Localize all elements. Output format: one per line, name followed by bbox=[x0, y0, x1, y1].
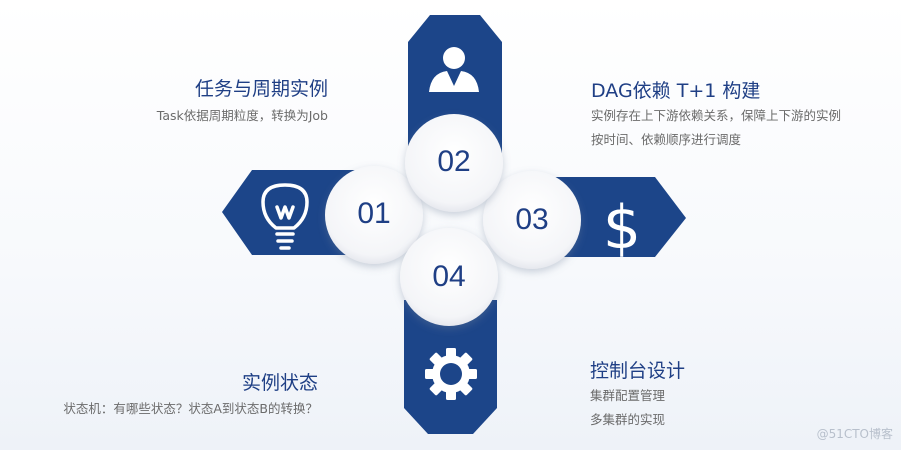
step-number-04: 04 bbox=[432, 260, 466, 293]
gear-icon bbox=[425, 348, 477, 400]
person-icon bbox=[429, 47, 479, 92]
step-02-desc-line: 实例存在上下游依赖关系，保障上下游的实例 bbox=[591, 108, 842, 123]
step-03-desc-line: 集群配置管理 bbox=[590, 388, 666, 403]
step-04-desc-line: 状态机：有哪些状态？状态A到状态B的转换？ bbox=[63, 401, 318, 416]
step-02-desc: 实例存在上下游依赖关系，保障上下游的实例 按时间、依赖顺序进行调度 bbox=[591, 104, 841, 152]
step-number-03: 03 bbox=[515, 203, 549, 236]
step-04-desc: 状态机：有哪些状态？状态A到状态B的转换？ bbox=[63, 397, 318, 421]
step-01-desc: Task依据周期粒度，转换为Job bbox=[157, 104, 328, 128]
circle-01 bbox=[325, 166, 423, 264]
step-03-title: 控制台设计 bbox=[590, 360, 686, 382]
lightbulb-icon bbox=[261, 183, 309, 250]
step-01-desc-line: Task依据周期粒度，转换为Job bbox=[156, 108, 328, 123]
step-03-desc-line: 多集群的实现 bbox=[590, 412, 666, 427]
watermark: @51CTO博客 bbox=[816, 427, 893, 441]
circle-02 bbox=[405, 114, 503, 212]
step-01-title: 任务与周期实例 bbox=[194, 78, 328, 100]
step-02-desc-line: 按时间、依赖顺序进行调度 bbox=[591, 132, 742, 147]
step-03-desc: 集群配置管理 多集群的实现 bbox=[590, 384, 665, 432]
step-number-01: 01 bbox=[357, 197, 391, 230]
circle-03 bbox=[483, 171, 581, 269]
dollar-icon: $ bbox=[603, 193, 641, 263]
circle-04 bbox=[400, 228, 498, 326]
step-04-title: 实例状态 bbox=[241, 372, 318, 394]
step-number-02: 02 bbox=[437, 145, 471, 178]
step-02-title: DAG依赖 T+1 构建 bbox=[591, 80, 761, 102]
